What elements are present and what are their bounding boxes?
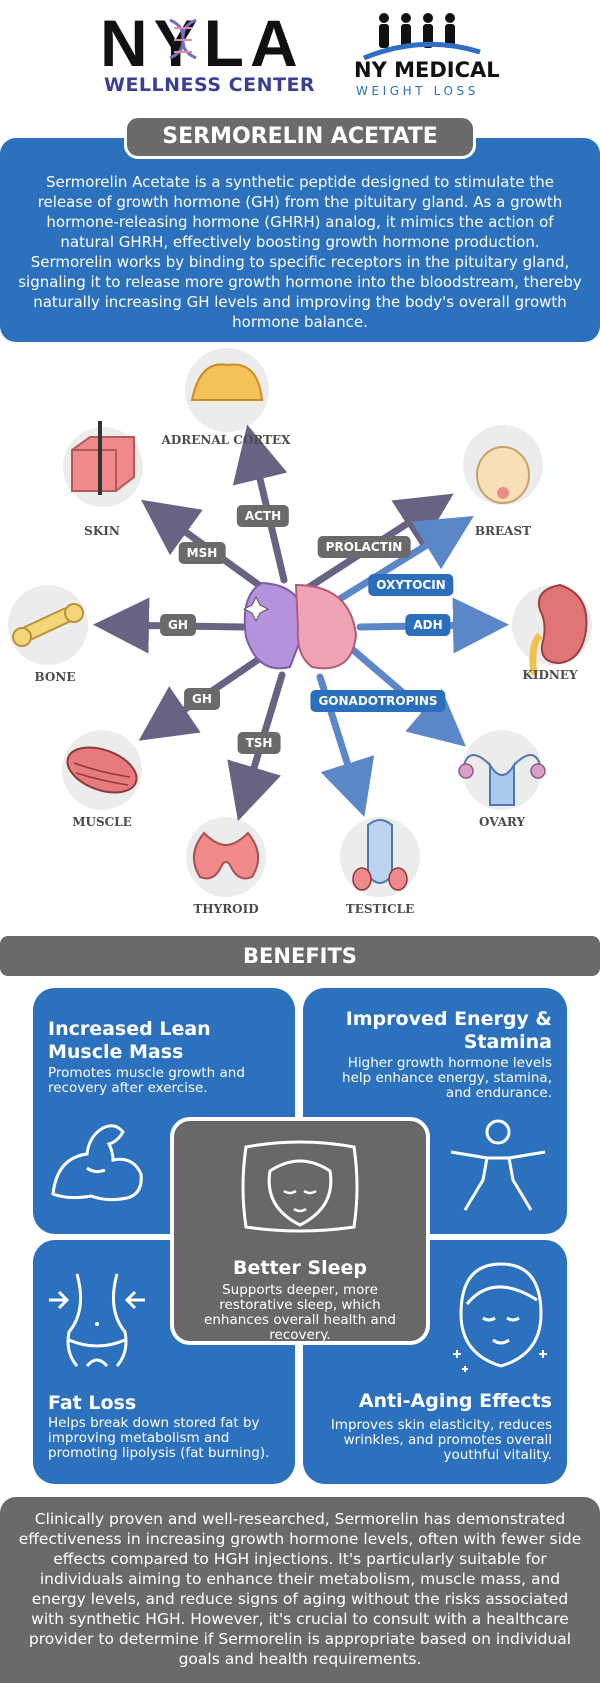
chip-gh-bone: GH bbox=[160, 614, 196, 636]
label-skin: SKIN bbox=[84, 524, 120, 538]
benefit-sleep-title: Better Sleep bbox=[233, 1257, 367, 1279]
label-thyroid: THYROID bbox=[193, 902, 259, 916]
benefit-fat-loss-title: Fat Loss bbox=[48, 1392, 137, 1414]
chip-prolactin: PROLACTIN bbox=[317, 536, 411, 558]
chip-tsh: TSH bbox=[237, 732, 281, 754]
benefit-muscle-title: Increased Lean Muscle Mass bbox=[48, 1018, 211, 1063]
label-ovary: OVARY bbox=[478, 815, 526, 829]
nyla-wordmark: NYLA bbox=[100, 6, 304, 80]
adrenal-cortex-icon bbox=[190, 363, 264, 401]
ny-medical-logo: NY MEDICAL WEIGHT LOSS bbox=[352, 12, 502, 100]
arrow-oxytocin bbox=[326, 515, 474, 609]
intro-description: Sermorelin Acetate is a synthetic peptid… bbox=[18, 173, 582, 331]
benefit-card-sleep: Better Sleep Supports deeper, more resto… bbox=[170, 1117, 430, 1345]
nyla-subtitle: WELLNESS CENTER bbox=[104, 74, 316, 96]
breast-icon bbox=[476, 446, 530, 504]
benefit-energy-title: Improved Energy & Stamina bbox=[345, 1008, 552, 1053]
muscle-icon bbox=[66, 746, 138, 794]
page-title: SERMORELIN ACETATE bbox=[124, 115, 476, 159]
chip-acth: ACTH bbox=[236, 505, 290, 527]
benefit-muscle-body: Promotes muscle growth and recovery afte… bbox=[48, 1065, 245, 1096]
label-testicle: TESTICLE bbox=[345, 902, 415, 916]
pituitary-gland-icon bbox=[242, 581, 358, 670]
hormone-diagram bbox=[8, 348, 592, 897]
chip-gh-muscle: GH bbox=[184, 688, 220, 710]
ovary-circle bbox=[462, 730, 542, 810]
chip-adh: ADH bbox=[405, 614, 451, 636]
benefit-energy-body: Higher growth hormone levels help enhanc… bbox=[342, 1055, 552, 1101]
benefit-card-anti-aging: Anti-Aging Effects Improves skin elastic… bbox=[303, 1240, 567, 1484]
testicle-icon bbox=[352, 819, 408, 891]
label-muscle: MUSCLE bbox=[72, 815, 132, 829]
benefit-anti-aging-title: Anti-Aging Effects bbox=[358, 1390, 552, 1412]
label-adrenal-cortex: ADRENAL CORTEX bbox=[161, 433, 291, 447]
chip-oxytocin: OXYTOCIN bbox=[368, 574, 454, 596]
people-silhouette-icon bbox=[363, 13, 481, 61]
ny-medical-subtitle: WEIGHT LOSS bbox=[356, 84, 479, 98]
label-bone: BONE bbox=[34, 670, 76, 684]
waist-measure-icon bbox=[49, 1273, 145, 1368]
benefit-anti-aging-body: Improves skin elasticity, reduces wrinkl… bbox=[330, 1417, 552, 1463]
ny-medical-title: NY MEDICAL bbox=[354, 58, 500, 82]
footer-panel bbox=[0, 1497, 600, 1683]
ovary-icon bbox=[458, 754, 546, 806]
label-breast: BREAST bbox=[474, 524, 532, 538]
kidney-icon bbox=[529, 583, 588, 676]
benefits-heading: BENEFITS bbox=[0, 936, 600, 976]
footer-text: Clinically proven and well-researched, S… bbox=[18, 1510, 582, 1668]
benefit-sleep-body: Supports deeper, more restorative sleep,… bbox=[204, 1282, 396, 1343]
face-glow-icon bbox=[453, 1262, 547, 1372]
chip-msh: MSH bbox=[178, 542, 226, 564]
bone-icon bbox=[12, 603, 84, 647]
chip-gonadotropins: GONADOTROPINS bbox=[310, 690, 446, 712]
thyroid-icon bbox=[193, 831, 259, 880]
skin-icon bbox=[71, 421, 135, 495]
flexed-arm-icon bbox=[51, 1124, 143, 1202]
jumping-person-icon bbox=[450, 1119, 546, 1211]
intro-panel bbox=[0, 138, 600, 342]
dna-helix-icon bbox=[169, 18, 197, 60]
label-kidney: KIDNEY bbox=[522, 668, 578, 682]
sleeping-face-pillow-icon bbox=[241, 1140, 359, 1233]
nyla-wellness-logo: NYLA WELLNESS CENTER bbox=[100, 8, 335, 98]
benefit-fat-loss-body: Helps break down stored fat by improving… bbox=[48, 1415, 270, 1461]
